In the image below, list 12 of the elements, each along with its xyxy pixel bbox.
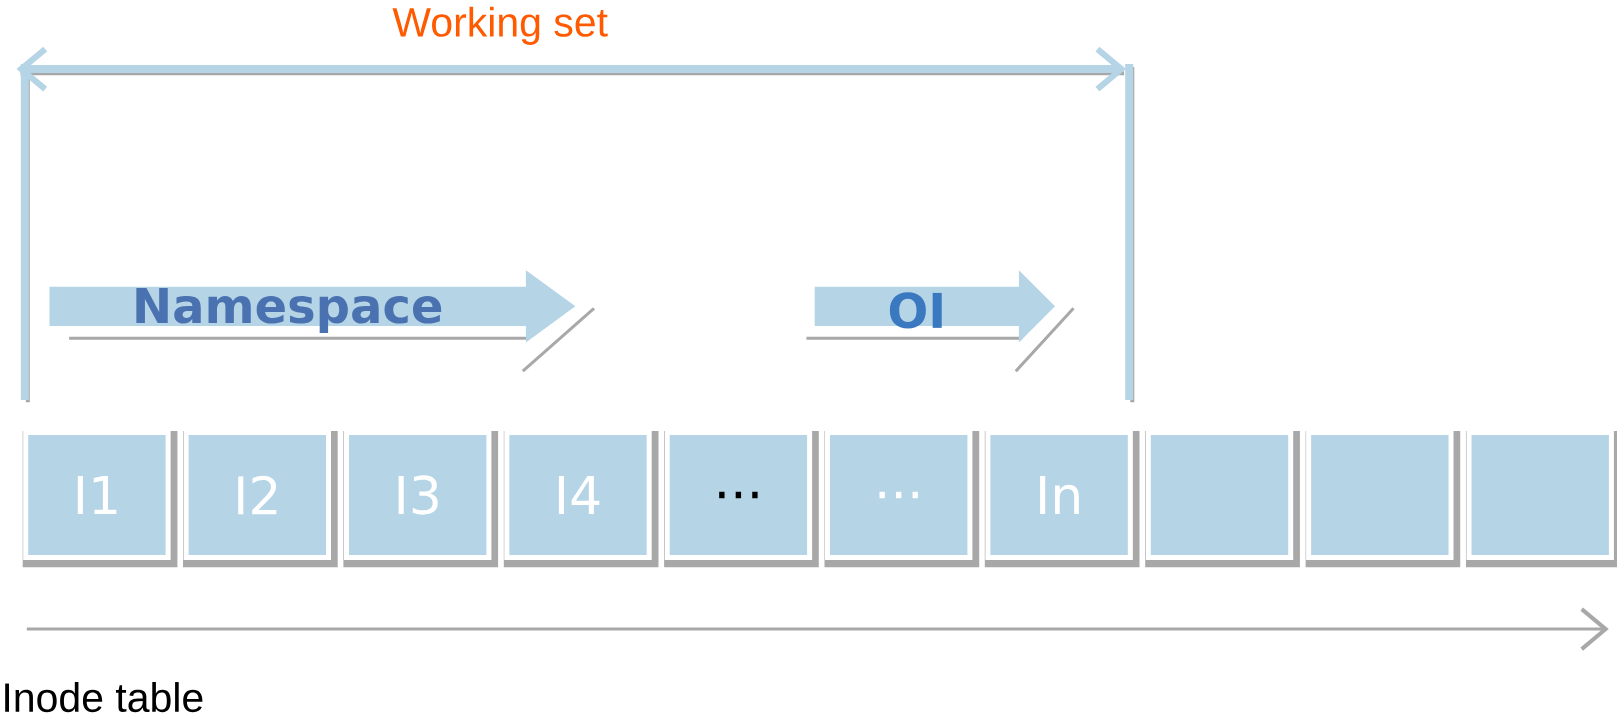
inode-box: In [984,430,1140,568]
caption-label: Inode table [5,682,203,713]
section-label: Working set [392,6,608,45]
inode-box: ... [664,430,819,568]
inode-box [1145,430,1300,568]
inode-box: I1 [22,430,178,568]
inode-box: I3 [343,430,499,568]
inode-box: I2 [183,430,338,568]
inode-box [1465,430,1617,568]
inode-box: ... [824,430,980,568]
inode-box: I4 [503,430,659,568]
inode-box [1305,430,1461,568]
